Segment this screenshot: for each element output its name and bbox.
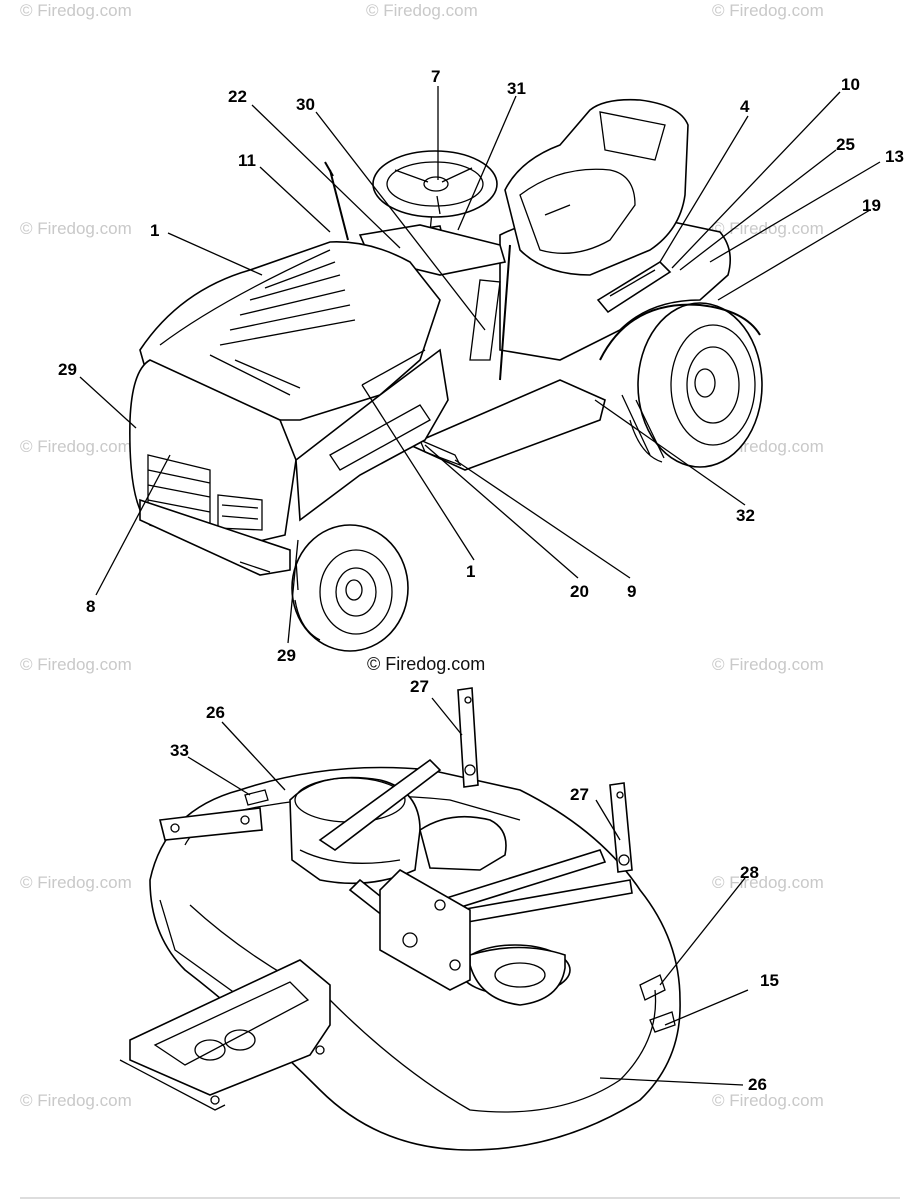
tractor-drawing	[129, 98, 763, 652]
callout-label: 29	[58, 360, 77, 379]
callout-label: 15	[760, 971, 779, 990]
watermark: © Firedog.com	[20, 873, 132, 892]
callout-label: 32	[736, 506, 755, 525]
top-callouts: 1 7 22 30 31 4 10 25 13 19 11 29 8 29 1 …	[58, 67, 904, 665]
callout-label: 19	[862, 196, 881, 215]
callout-label: 26	[748, 1075, 767, 1094]
watermark: © Firedog.com	[712, 1091, 824, 1110]
watermarks: © Firedog.com © Firedog.com © Firedog.co…	[20, 1, 824, 1110]
watermark: © Firedog.com	[712, 655, 824, 674]
watermark: © Firedog.com	[712, 1, 824, 20]
watermark: © Firedog.com	[20, 1, 132, 20]
callout-label: 31	[507, 79, 526, 98]
callout-label: 27	[410, 677, 429, 696]
watermark: © Firedog.com	[712, 873, 824, 892]
callout-label: 22	[228, 87, 247, 106]
callout-label: 13	[885, 147, 904, 166]
mower-deck-drawing	[119, 687, 681, 1151]
callout-label: 30	[296, 95, 315, 114]
callout-label: 1	[466, 562, 475, 581]
front-wheel-illustration	[291, 524, 409, 652]
callout-label: 9	[627, 582, 636, 601]
callout-label: 7	[431, 67, 440, 86]
watermark: © Firedog.com	[20, 655, 132, 674]
center-watermark: © Firedog.com	[367, 654, 485, 674]
callout-label: 28	[740, 863, 759, 882]
callout-label: 25	[836, 135, 855, 154]
watermark: © Firedog.com	[20, 437, 132, 456]
callout-label: 26	[206, 703, 225, 722]
bottom-callouts: 27 26 33 27 28 15 26	[170, 677, 779, 1094]
bottom-leader-lines	[187, 697, 749, 1086]
watermark: © Firedog.com	[366, 1, 478, 20]
callout-label: 8	[86, 597, 95, 616]
watermark: © Firedog.com	[20, 219, 132, 238]
watermark: © Firedog.com	[20, 1091, 132, 1110]
callout-label: 4	[740, 97, 750, 116]
callout-label: 1	[150, 221, 159, 240]
callout-label: 33	[170, 741, 189, 760]
callout-label: 20	[570, 582, 589, 601]
rear-wheel-illustration	[637, 302, 763, 468]
callout-label: 27	[570, 785, 589, 804]
callout-label: 29	[277, 646, 296, 665]
callout-label: 11	[238, 151, 256, 170]
top-leader-lines	[79, 86, 881, 644]
callout-label: 10	[841, 75, 860, 94]
